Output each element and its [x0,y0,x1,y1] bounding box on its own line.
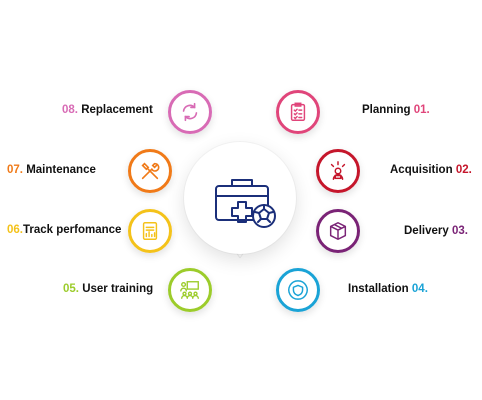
step-02-ring [316,149,360,193]
person-with-sparkle-icon [330,161,346,180]
step-04-ring [276,268,320,312]
step-02-label: Acquisition 02. [390,164,472,176]
step-02-number: 02. [455,164,472,176]
step-06-ring [128,209,172,253]
step-07-node [128,149,172,193]
step-01-number: 01. [413,104,430,116]
step-05-text: User training [82,283,154,295]
step-07-label: 07. Maintenance [7,164,96,176]
step-04-node [276,268,320,312]
step-03-node [316,209,360,253]
people-training-icon [180,281,199,299]
step-05-label: 05. User training [63,283,153,295]
step-03-number: 03. [451,225,468,237]
step-06-node [128,209,172,253]
step-03-label: Delivery 03. [404,225,468,237]
step-05-number: 05. [63,283,79,295]
step-04-number: 04. [411,283,428,295]
step-02-text: Acquisition [390,164,453,176]
step-06-text: Track perfomance [23,224,122,236]
step-04-label: Installation 04. [348,283,428,295]
step-05-node [168,268,212,312]
step-03-text: Delivery [404,225,449,237]
step-02-node [316,149,360,193]
step-08-label: 08. Replacement [62,104,153,116]
step-06-number: 06. [7,224,23,236]
step-07-text: Maintenance [26,164,96,176]
step-08-node [168,90,212,134]
tools-wrench-screwdriver-icon [141,162,160,180]
step-05-ring [168,268,212,312]
step-01-node [276,90,320,134]
report-chart-icon [142,222,158,240]
step-01-text: Planning [362,104,411,116]
shield-badge-icon [288,280,308,300]
step-01-ring [276,90,320,134]
step-03-ring [316,209,360,253]
step-07-ring [128,149,172,193]
center-circle [184,142,296,254]
step-01-label: Planning 01. [362,104,430,116]
step-04-text: Installation [348,283,409,295]
refresh-arrows-icon [182,102,198,122]
step-08-ring [168,90,212,134]
step-07-number: 07. [7,164,23,176]
clipboard-checklist-icon [290,102,306,121]
medical-kit-with-ball-icon [215,179,276,228]
step-08-text: Replacement [81,104,153,116]
step-06-label: 06.Track perfomance [7,224,121,236]
package-box-icon [329,222,347,240]
step-08-number: 08. [62,104,78,116]
